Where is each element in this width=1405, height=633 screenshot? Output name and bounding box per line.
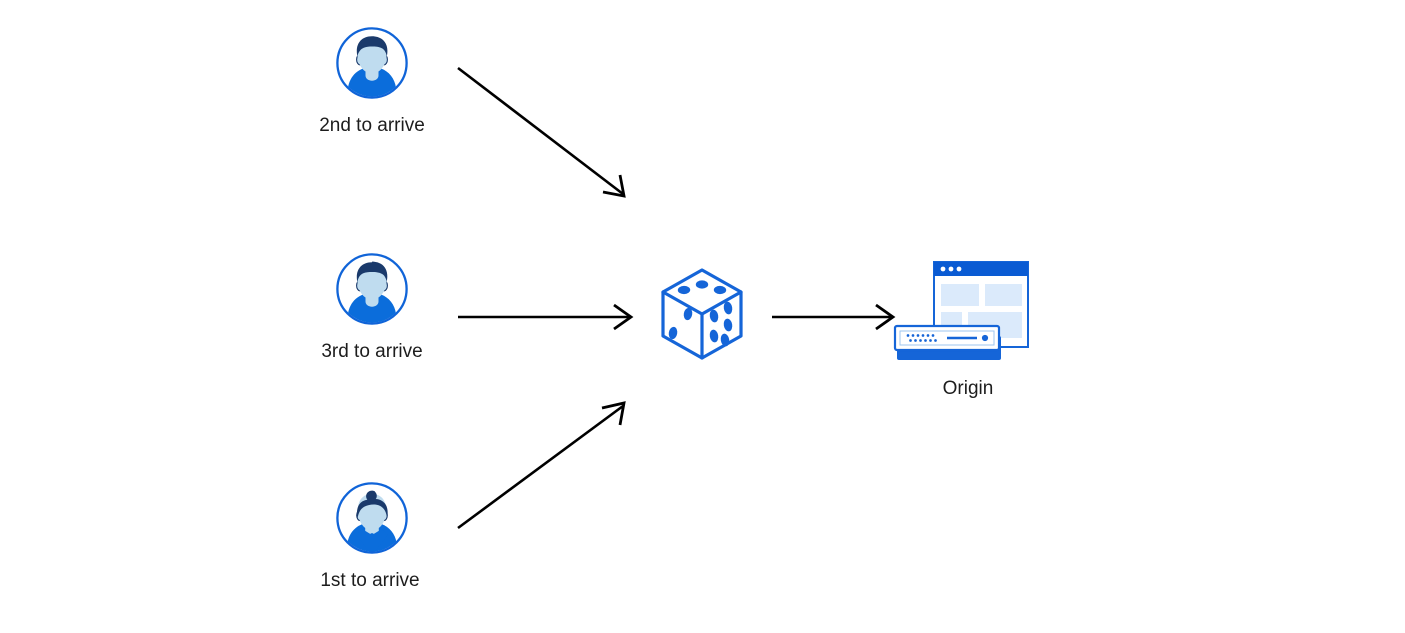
user-avatar-icon — [336, 253, 408, 325]
router-appliance — [893, 324, 1001, 360]
origin-node[interactable] — [893, 258, 1043, 368]
client-middle-label: 3rd to arrive — [321, 341, 423, 362]
arrow-client-middle-to-dice — [458, 303, 634, 331]
client-top-avatar[interactable] — [335, 26, 409, 105]
origin-label: Origin — [942, 378, 994, 399]
origin-server-icon — [893, 261, 1029, 360]
user-avatar-icon — [336, 482, 408, 554]
arrow-dice-to-origin — [772, 303, 896, 331]
arrow-client-bottom-to-dice — [457, 401, 626, 530]
arrow-client-top-to-dice — [457, 66, 626, 198]
client-bottom-avatar[interactable] — [335, 481, 409, 560]
client-top-label: 2nd to arrive — [319, 115, 425, 136]
user-avatar-icon — [336, 27, 408, 99]
client-bottom-label: 1st to arrive — [320, 570, 420, 591]
client-middle-avatar[interactable] — [335, 252, 409, 331]
randomizer-dice[interactable] — [657, 266, 747, 367]
dice-icon — [661, 268, 743, 360]
